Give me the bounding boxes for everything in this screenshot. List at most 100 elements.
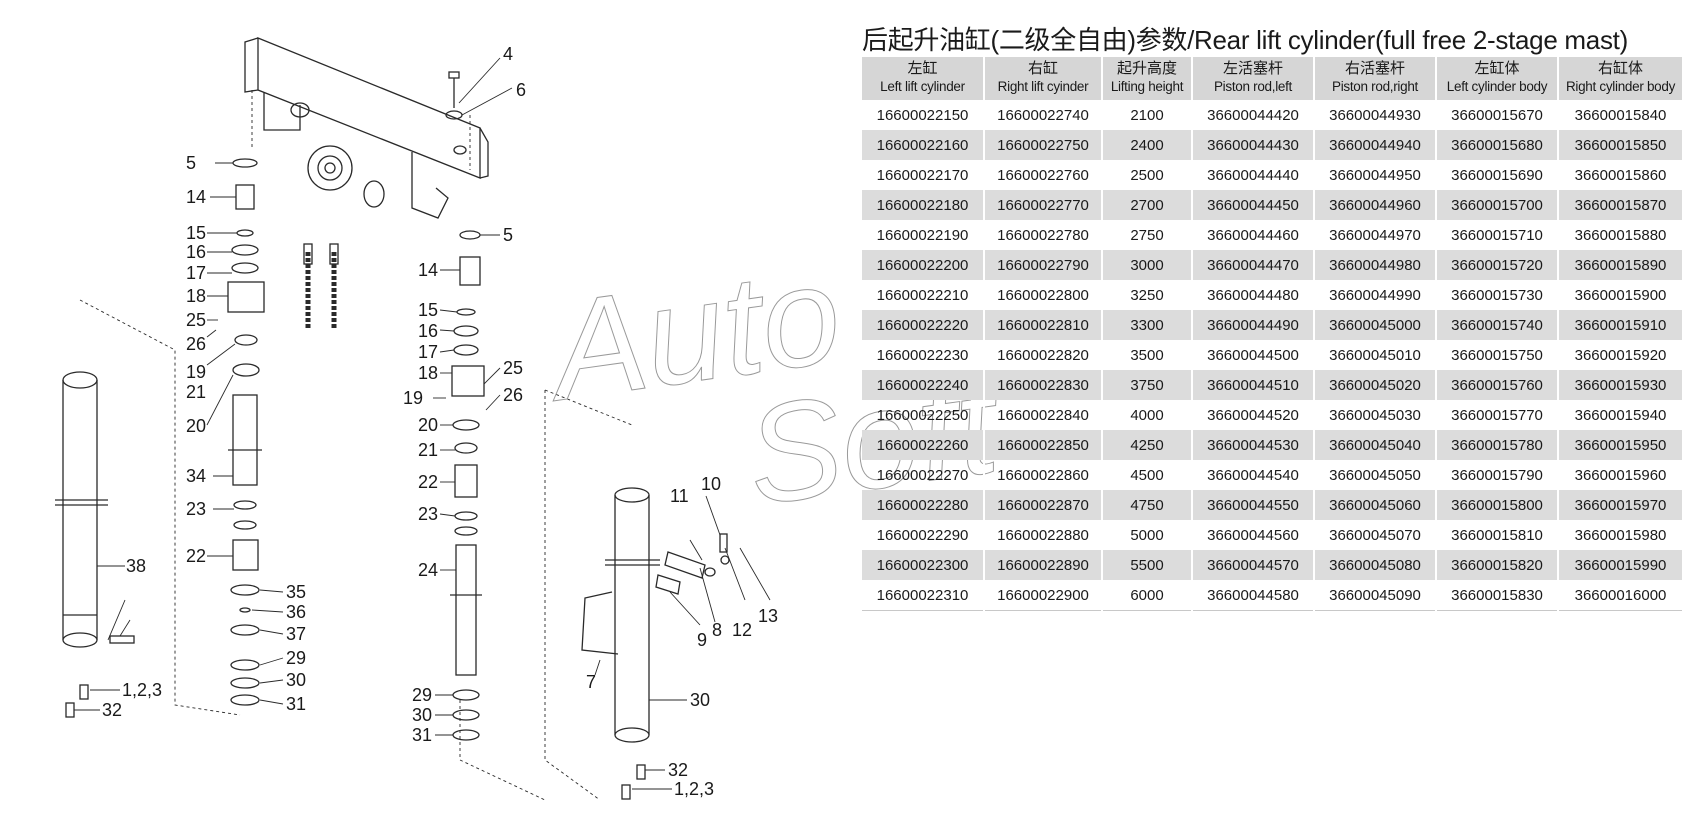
callout-27: 29 xyxy=(286,648,306,668)
table-cell: 36600015830 xyxy=(1435,580,1558,611)
callout-19: 19 xyxy=(186,362,206,382)
table-cell: 36600016000 xyxy=(1557,580,1682,611)
table-cell: 16600022790 xyxy=(983,250,1102,280)
right-cylinder-body xyxy=(581,487,730,800)
callout-20: 20 xyxy=(186,416,206,436)
table-cell: 36600044560 xyxy=(1191,520,1314,550)
callout-15: 15 xyxy=(186,223,206,243)
table-cell: 16600022800 xyxy=(983,280,1102,310)
table-cell: 36600044970 xyxy=(1313,220,1436,250)
callout-29: 31 xyxy=(286,694,306,714)
table-cell: 16600022270 xyxy=(876,466,969,484)
chain-pulley xyxy=(307,145,385,208)
callout-25-right: 25 xyxy=(503,358,523,378)
table-cell: 36600015940 xyxy=(1557,400,1682,430)
table-cell: 16600022170 xyxy=(876,166,969,184)
table-cell: 36600044930 xyxy=(1313,100,1436,130)
callout-12: 12 xyxy=(732,620,752,640)
table-cell: 16600022880 xyxy=(983,520,1102,550)
callout-6: 6 xyxy=(516,80,526,100)
table-cell: 36600015990 xyxy=(1557,550,1682,580)
table-cell: 36600015790 xyxy=(1435,460,1558,490)
table-cell: 16600022860 xyxy=(983,460,1102,490)
table-cell: 16600022200 xyxy=(862,250,984,280)
callout-36: 38 xyxy=(126,556,146,576)
table-cell: 5000 xyxy=(1101,520,1192,550)
callout-7: 7 xyxy=(586,672,596,692)
table-cell: 36600045040 xyxy=(1313,430,1436,460)
callout-34: 36 xyxy=(286,602,306,622)
callout-21-right: 21 xyxy=(418,440,438,460)
table-cell: 36600015730 xyxy=(1435,280,1558,310)
table-cell: 3750 xyxy=(1101,370,1192,400)
table-cell: 36600045020 xyxy=(1313,370,1436,400)
table-cell: 4750 xyxy=(1101,490,1192,520)
table-cell: 36600044530 xyxy=(1191,430,1314,460)
table-cell: 36600045070 xyxy=(1313,520,1436,550)
left-cylinder-body xyxy=(55,371,135,718)
table-cell: 36600045050 xyxy=(1313,460,1436,490)
table-cell: 16600022840 xyxy=(983,400,1102,430)
table-cell: 16600022740 xyxy=(983,100,1102,130)
table-cell: 16600022750 xyxy=(983,130,1102,160)
table-cell: 36600044470 xyxy=(1191,250,1314,280)
table-cell: 4500 xyxy=(1101,460,1192,490)
leader-lines xyxy=(74,57,771,790)
callout-26-right: 26 xyxy=(503,385,523,405)
table-cell: 36600045060 xyxy=(1313,490,1436,520)
table-cell: 36600015810 xyxy=(1435,520,1558,550)
callout-4: 4 xyxy=(503,44,513,64)
callout-10: 10 xyxy=(701,474,721,494)
table-cell: 36600015890 xyxy=(1557,250,1682,280)
table-cell: 36600015720 xyxy=(1435,250,1558,280)
crossbeam-bracket xyxy=(244,37,489,219)
table-cell: 3500 xyxy=(1101,340,1192,370)
table-cell: 36600045010 xyxy=(1313,340,1436,370)
table-cell: 4250 xyxy=(1101,430,1192,460)
table-cell: 36600015920 xyxy=(1557,340,1682,370)
table-cell: 36600044490 xyxy=(1191,310,1314,340)
table-cell: 16600022220 xyxy=(862,310,984,340)
table-cell: 16600022770 xyxy=(983,190,1102,220)
table-cell: 36600045000 xyxy=(1313,310,1436,340)
table-cell: 16600022900 xyxy=(983,580,1102,611)
table-cell: 16600022780 xyxy=(983,220,1102,250)
callout-33: 35 xyxy=(286,582,306,602)
callout-15-right: 15 xyxy=(418,300,438,320)
table-cell: 2700 xyxy=(1101,190,1192,220)
table-cell: 16600022150 xyxy=(876,106,969,124)
callout-31-right: 32 xyxy=(668,760,688,780)
callout-22-right: 22 xyxy=(418,472,438,492)
table-cell: 36600044520 xyxy=(1191,400,1314,430)
table-cell: 36600015880 xyxy=(1557,220,1682,250)
table-cell: 6000 xyxy=(1101,580,1192,611)
table-cell: 36600044990 xyxy=(1313,280,1436,310)
table-cell: 36600015750 xyxy=(1435,340,1558,370)
table-cell: 16600022180 xyxy=(862,190,984,220)
callout-16: 16 xyxy=(186,242,206,262)
callout-35: 37 xyxy=(286,624,306,644)
callout-25: 25 xyxy=(186,310,206,330)
table-cell: 36600044460 xyxy=(1191,220,1314,250)
table-cell: 36600015960 xyxy=(1557,460,1682,490)
table-cell: 36600015980 xyxy=(1557,520,1682,550)
table-cell: 2500 xyxy=(1101,160,1192,190)
table-cell: 36600044480 xyxy=(1191,280,1314,310)
table-cell: 36600015760 xyxy=(1435,370,1558,400)
callout-18: 18 xyxy=(186,286,206,306)
